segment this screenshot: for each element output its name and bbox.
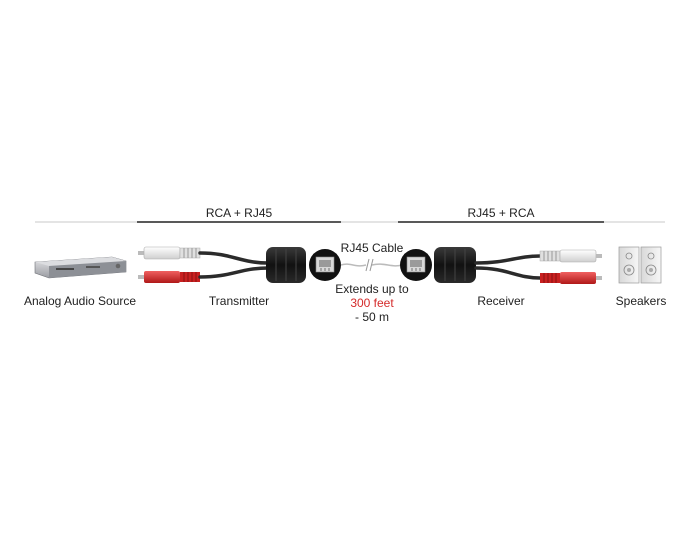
header-left-label: RCA + RJ45 [205, 206, 273, 220]
audio-source-device-icon [34, 256, 127, 279]
rca-white-plug-right-icon [539, 249, 602, 263]
cable-break-marker-icon [365, 258, 374, 272]
rca-red-plug-left-icon [138, 271, 200, 283]
transmitter-adapter-icon [266, 247, 306, 283]
extends-distance-feet: 300 feet [350, 296, 394, 310]
source-label: Analog Audio Source [23, 294, 137, 308]
receiver-label: Receiver [477, 294, 525, 308]
receiver-adapter-icon [434, 247, 476, 283]
rj45-cable-line [340, 263, 403, 267]
rj45-port-right-icon [400, 249, 432, 281]
speakers-label: Speakers [615, 294, 667, 308]
rca-red-plug-right-icon [540, 272, 602, 284]
header-right-label: RJ45 + RCA [467, 206, 535, 220]
speakers-icon [618, 246, 662, 284]
rca-cables-right [474, 254, 542, 280]
extends-line-1: Extends up to [335, 282, 409, 296]
transmitter-label: Transmitter [208, 294, 270, 308]
rj45-port-left-icon [309, 249, 341, 281]
extends-distance-meters: - 50 m [354, 310, 390, 324]
rj45-cable-label: RJ45 Cable [340, 241, 404, 255]
rca-cables-left [198, 251, 270, 279]
rca-white-plug-left-icon [138, 246, 201, 260]
